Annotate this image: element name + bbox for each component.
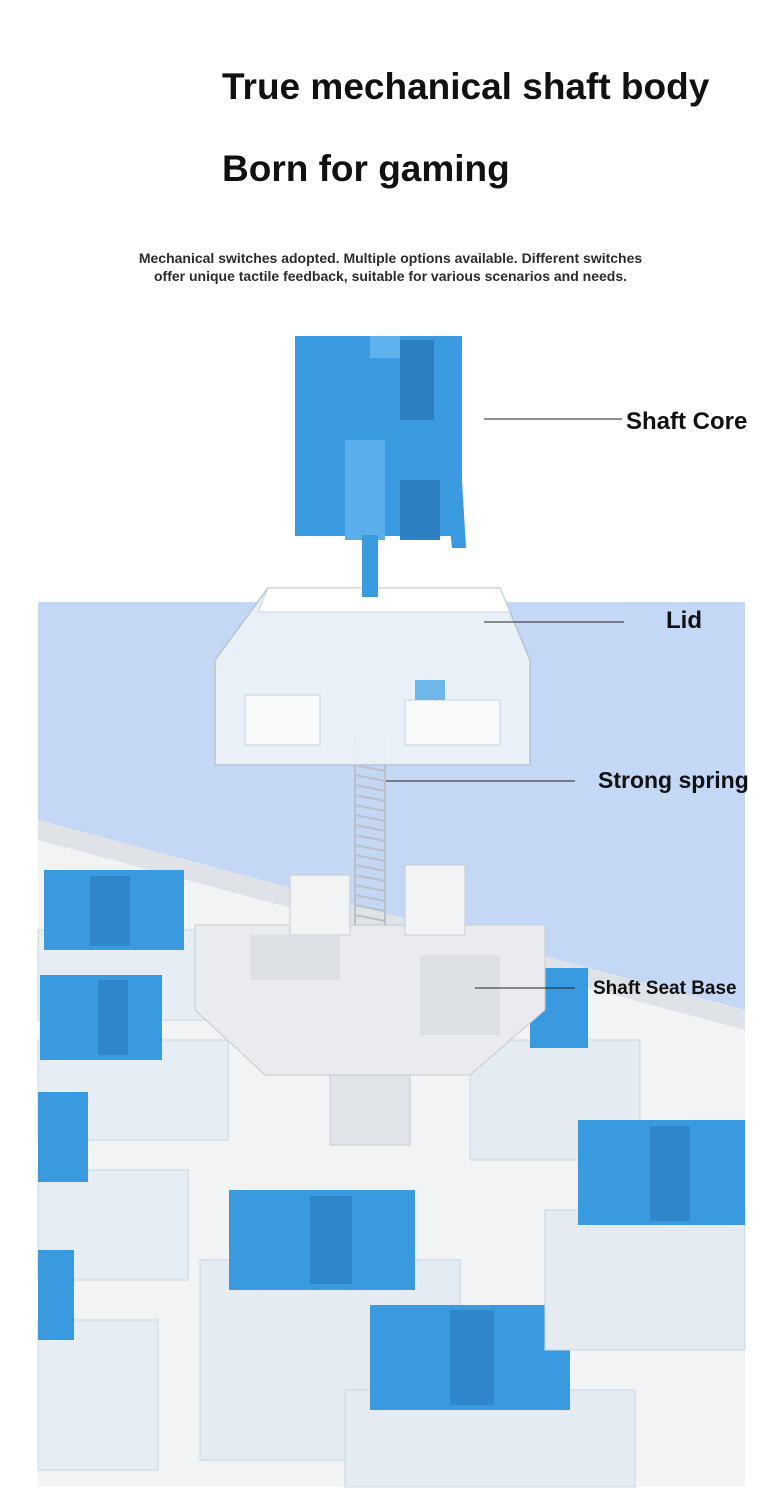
callout-lid: Lid (666, 607, 702, 634)
callout-strong-spring: Strong spring (598, 767, 749, 793)
switch-shaft-core (295, 336, 466, 597)
callout-shaft-seat-base: Shaft Seat Base (593, 978, 737, 999)
description-line-2: offer unique tactile feedback, suitable … (153, 268, 628, 284)
headline-line-2: Born for gaming (222, 148, 510, 189)
switch-lid (214, 587, 531, 766)
callout-shaft-core: Shaft Core (626, 408, 748, 435)
switch-exploded-illustration (37, 336, 746, 1488)
description-line-1: Mechanical switches adopted. Multiple op… (138, 250, 643, 266)
switch-base (194, 864, 546, 1146)
headline-line-1: True mechanical shaft body (222, 66, 710, 107)
background-switches (37, 870, 746, 1488)
